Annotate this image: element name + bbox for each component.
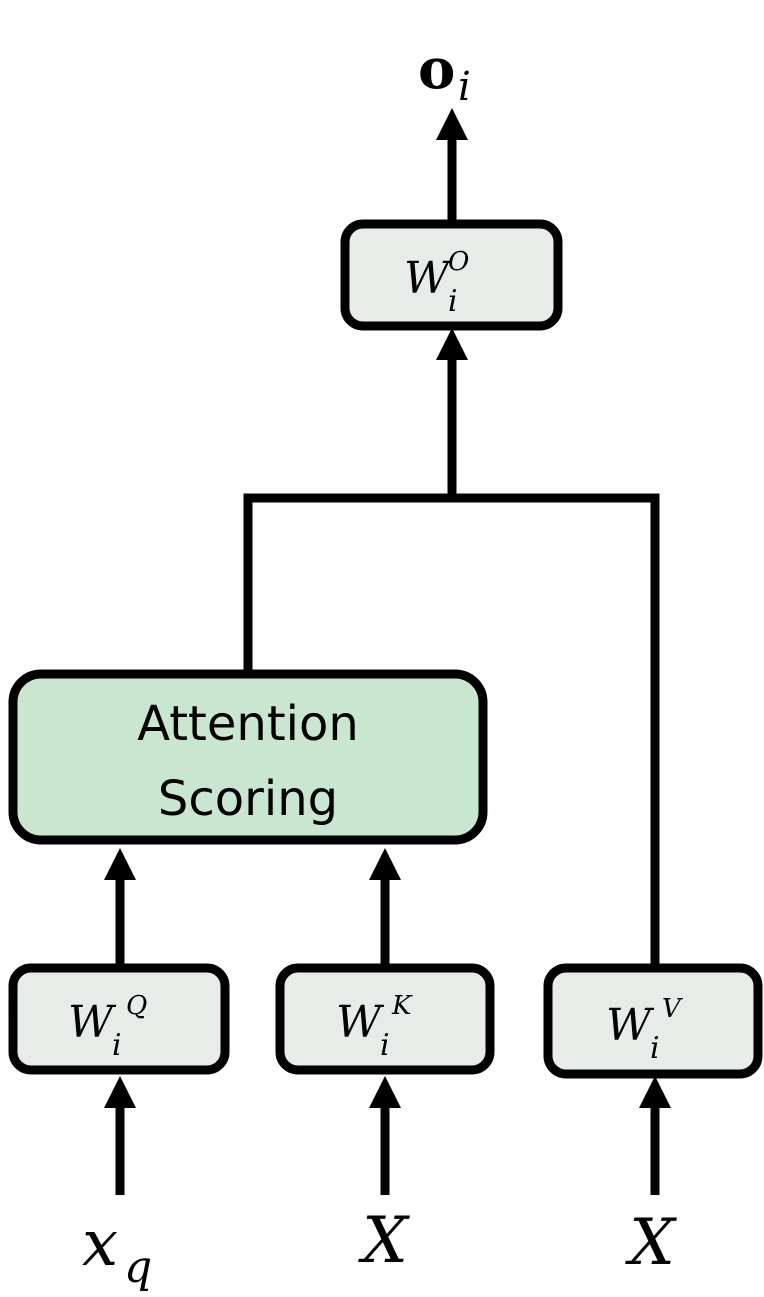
wv-sup: V — [662, 994, 683, 1024]
wo-sup: O — [448, 247, 469, 277]
wq-node: W i Q — [8, 963, 230, 1075]
wv-node: W i V — [543, 963, 763, 1079]
output-base: o — [418, 36, 455, 102]
merge-line — [243, 493, 660, 966]
connectors — [104, 108, 671, 1195]
wo-box — [340, 219, 563, 331]
wq-base: W — [68, 997, 117, 1048]
wq-box — [8, 963, 230, 1075]
input-query-sub: q — [124, 1242, 152, 1293]
wk-base: W — [336, 997, 385, 1048]
wq-sup: Q — [126, 991, 147, 1021]
input-value-label: X — [624, 1206, 677, 1280]
wk-node: W i K — [275, 963, 495, 1075]
arrow-x-to-wk-head — [369, 1076, 401, 1108]
wo-sub: i — [448, 284, 458, 319]
wo-base: W — [404, 253, 453, 304]
wv-sub: i — [650, 1031, 660, 1066]
arrow-xq-to-wq-head — [104, 1076, 136, 1108]
input-query-label: x q — [82, 1207, 152, 1293]
wv-base: W — [606, 1000, 655, 1051]
wk-sup: K — [391, 991, 413, 1021]
output-sub: i — [458, 64, 471, 110]
wk-box — [275, 963, 495, 1075]
attention-scoring-node: Attention Scoring — [8, 669, 488, 845]
attention-scoring-box — [8, 669, 488, 845]
arrow-wo-to-output-head — [436, 108, 468, 140]
input-value-base: X — [624, 1206, 677, 1280]
wk-sub: i — [380, 1028, 390, 1063]
arrow-x-to-wv-head — [639, 1076, 671, 1108]
output-label: o i — [418, 36, 471, 110]
input-query-base: x — [82, 1207, 118, 1281]
wv-box — [543, 963, 763, 1079]
arrow-merge-to-wo-head — [436, 328, 468, 360]
arrow-wq-to-attention-head — [104, 848, 136, 880]
attention-line1: Attention — [137, 696, 359, 752]
attention-line2: Scoring — [158, 771, 338, 827]
wq-sub: i — [112, 1028, 122, 1063]
input-key-label: X — [357, 1204, 410, 1278]
arrow-wk-to-attention-head — [369, 848, 401, 880]
input-key-base: X — [357, 1204, 410, 1278]
wo-node: W i O — [340, 219, 563, 331]
